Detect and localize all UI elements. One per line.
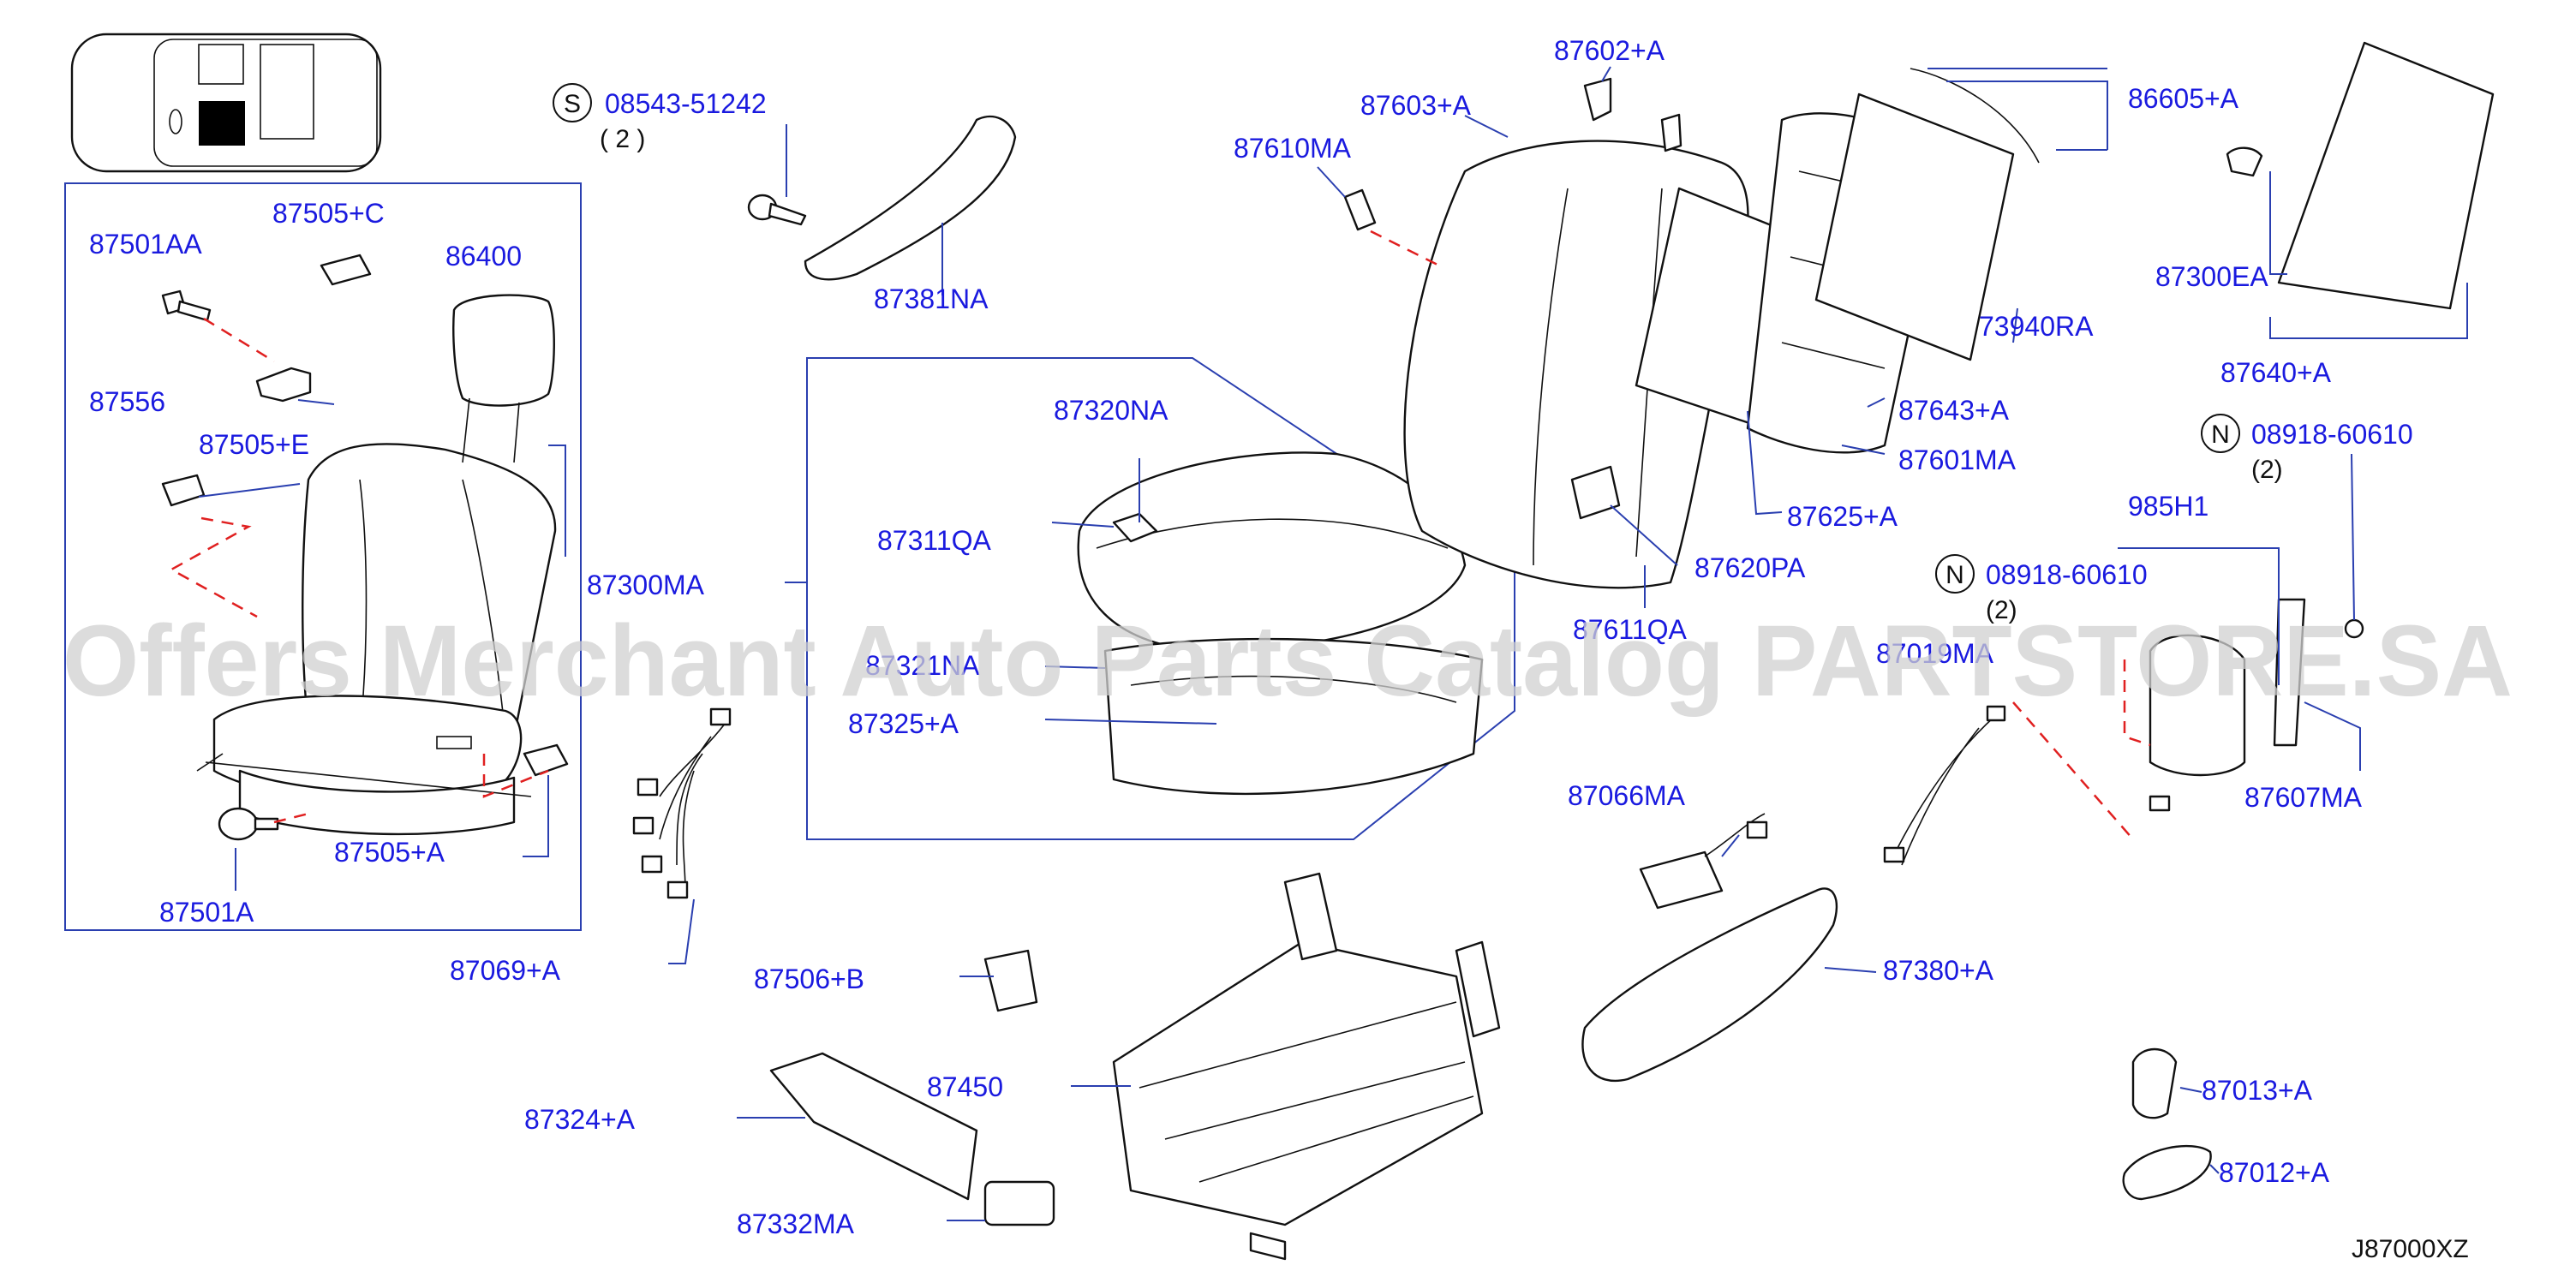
label-87610MA: 87610MA xyxy=(1234,133,1352,164)
switch-87332MA xyxy=(983,1180,1055,1226)
vehicle-locator-icon xyxy=(70,33,382,173)
label-87069A: 87069+A xyxy=(450,955,561,986)
screw-08543 xyxy=(747,194,807,226)
side-shield-87380A xyxy=(1581,887,1838,1082)
label-87505A: 87505+A xyxy=(334,837,445,868)
harness-87069A xyxy=(632,707,732,899)
label-87381NA: 87381NA xyxy=(874,283,989,314)
seatback-cover-87603A xyxy=(1403,140,1749,589)
label-87013A: 87013+A xyxy=(2202,1075,2313,1106)
bracket-87607MA xyxy=(2273,598,2306,747)
label-87501A: 87501A xyxy=(159,897,254,928)
label-87602A: 87602+A xyxy=(1554,35,1665,66)
label-87640A: 87640+A xyxy=(2220,357,2332,388)
harness-87019MA xyxy=(1892,714,1997,866)
clip-87505E xyxy=(161,474,206,507)
label-87019MA: 87019MA xyxy=(1876,638,1994,669)
marker-n2: N xyxy=(1935,554,1975,594)
side-cover-87381NA xyxy=(804,115,1017,281)
label-87325A: 87325+A xyxy=(848,708,959,739)
label-87611QA-back: 87611QA xyxy=(1573,614,1688,645)
clip-87505A xyxy=(523,743,569,777)
label-87603A: 87603+A xyxy=(1360,90,1472,121)
qty-08543: ( 2 ) xyxy=(600,125,645,153)
knob-87501A xyxy=(218,807,279,841)
qty-08918-a: (2) xyxy=(2251,456,2283,484)
cushion-pad-87320NA xyxy=(1077,451,1467,653)
svg-text:S: S xyxy=(564,90,581,118)
label-87066MA: 87066MA xyxy=(1568,780,1686,811)
label-87300MA: 87300MA xyxy=(587,570,705,600)
label-87505C: 87505+C xyxy=(272,198,385,229)
label-86605A: 86605+A xyxy=(2128,83,2239,114)
marker-s: S xyxy=(553,83,592,122)
seat-assembly-frame xyxy=(64,182,582,931)
complete-seat-illustration xyxy=(196,294,557,836)
bracket-87506B xyxy=(983,949,1038,1012)
label-87321NA: 87321NA xyxy=(865,650,980,681)
label-87311QA-cushion: 87311QA xyxy=(877,525,992,556)
mat-73940RA xyxy=(1910,68,2040,164)
label-87332MA: 87332MA xyxy=(737,1208,855,1239)
lever-87620PA xyxy=(1570,465,1621,520)
label-87506B: 87506+B xyxy=(754,964,864,994)
label-985H1: 985H1 xyxy=(2128,491,2208,522)
label-08918-60610-b: 08918-60610 xyxy=(1986,559,2148,590)
label-87607MA: 87607MA xyxy=(2244,782,2363,813)
seat-track-frame-87450 xyxy=(1112,872,1501,1261)
knob-87012A xyxy=(2122,1144,2212,1201)
label-87625A: 87625+A xyxy=(1787,501,1898,532)
lumbar-87643A xyxy=(1814,92,2015,361)
svg-text:N: N xyxy=(2211,421,2230,449)
svg-text:N: N xyxy=(1945,561,1964,589)
clip-87300EA xyxy=(2226,146,2263,177)
switch-unit-87066MA xyxy=(1639,813,1768,910)
label-87620PA: 87620PA xyxy=(1694,552,1806,583)
bracket-87556 xyxy=(255,367,312,403)
knob-87013A xyxy=(2131,1047,2178,1119)
label-87380A: 87380+A xyxy=(1883,955,1994,986)
label-87012A: 87012+A xyxy=(2219,1157,2330,1188)
cushion-assembly-frame xyxy=(806,357,1515,840)
bracket-87610MA xyxy=(1343,188,1377,231)
label-87556: 87556 xyxy=(89,386,165,417)
label-86400: 86400 xyxy=(445,241,522,272)
label-87601MA: 87601MA xyxy=(1898,445,2017,475)
label-87643A: 87643+A xyxy=(1898,395,2010,426)
label-87450: 87450 xyxy=(927,1071,1003,1102)
marker-n1: N xyxy=(2201,414,2240,453)
label-87320NA: 87320NA xyxy=(1054,395,1168,426)
trim-87324A xyxy=(769,1052,978,1201)
label-08918-60610-a: 08918-60610 xyxy=(2251,419,2413,450)
label-73940RA: 73940RA xyxy=(1979,311,2094,342)
cushion-insert-87311QA xyxy=(1112,512,1158,543)
back-board-87640A xyxy=(2277,41,2495,310)
qty-08918-b: (2) xyxy=(1986,596,2017,624)
clip-87505C xyxy=(320,254,372,286)
bolt-87501AA xyxy=(161,289,212,322)
airbag-module-985H1 xyxy=(2149,634,2246,777)
watermark-text: Offers Merchant Auto Parts Catalog PARTS… xyxy=(63,605,2513,718)
label-87324A: 87324+A xyxy=(524,1104,636,1135)
label-87501AA: 87501AA xyxy=(89,229,202,260)
diagram-code: J87000XZ xyxy=(2352,1235,2469,1263)
label-87505E: 87505+E xyxy=(199,429,309,460)
label-08543-51242: 08543-51242 xyxy=(605,88,767,119)
label-87300EA: 87300EA xyxy=(2155,261,2268,292)
